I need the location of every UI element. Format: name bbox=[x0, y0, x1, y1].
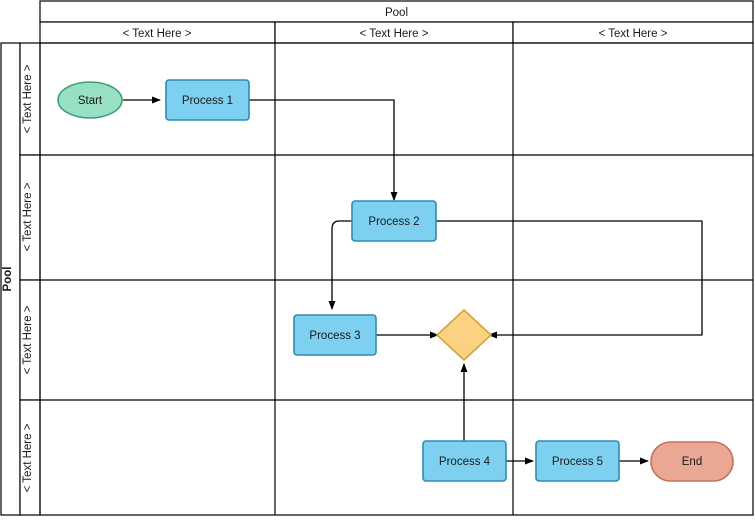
node-decision[interactable] bbox=[435, 308, 493, 362]
column-headers: < Text Here > < Text Here > < Text Here … bbox=[39, 21, 754, 44]
pool-header-label: Pool bbox=[385, 7, 408, 19]
lane-label-text-4: < Text Here > bbox=[22, 423, 34, 492]
node-process1[interactable]: Process 1 bbox=[165, 79, 250, 121]
pool-header: Pool bbox=[39, 0, 754, 23]
column-header-label-1: < Text Here > bbox=[123, 28, 192, 40]
lane-label-text-3: < Text Here > bbox=[22, 305, 34, 374]
start-ellipse[interactable] bbox=[57, 81, 123, 119]
pool-side-label-text: Pool bbox=[2, 267, 14, 292]
edge-process2-to-process3 bbox=[328, 220, 352, 310]
node-process3[interactable]: Process 3 bbox=[293, 314, 377, 356]
node-process2[interactable]: Process 2 bbox=[351, 200, 437, 242]
end-stadium[interactable] bbox=[650, 441, 734, 482]
lane-label-text-1: < Text Here > bbox=[22, 64, 34, 133]
column-header-label-3: < Text Here > bbox=[599, 28, 668, 40]
connectors bbox=[123, 96, 703, 465]
process2-label: Process 2 bbox=[368, 216, 419, 228]
lane-labels: < Text Here > < Text Here > < Text Here … bbox=[19, 42, 41, 516]
lane-label-text-2: < Text Here > bbox=[22, 182, 34, 251]
start-label: Start bbox=[78, 95, 103, 107]
node-process4[interactable]: Process 4 bbox=[422, 440, 507, 482]
end-label: End bbox=[682, 456, 702, 468]
process2-rect[interactable] bbox=[351, 200, 437, 242]
column-header-label-2: < Text Here > bbox=[360, 28, 429, 40]
edge-process2-to-decision bbox=[436, 220, 703, 339]
grid-outer-border bbox=[39, 42, 754, 516]
process1-rect[interactable] bbox=[165, 79, 250, 121]
node-start[interactable]: Start bbox=[57, 81, 123, 119]
node-process5[interactable]: Process 5 bbox=[535, 440, 620, 482]
decision-diamond[interactable] bbox=[435, 308, 493, 362]
process5-label: Process 5 bbox=[552, 456, 603, 468]
process3-rect[interactable] bbox=[293, 314, 377, 356]
process5-rect[interactable] bbox=[535, 440, 620, 482]
process4-label: Process 4 bbox=[439, 456, 491, 468]
process3-label: Process 3 bbox=[309, 330, 360, 342]
pool-side-label: Pool bbox=[0, 42, 21, 516]
node-end[interactable]: End bbox=[650, 441, 734, 482]
process1-label: Process 1 bbox=[182, 95, 233, 107]
swimlane-grid bbox=[39, 42, 754, 516]
process4-rect[interactable] bbox=[422, 440, 507, 482]
edge-process1-to-process2 bbox=[249, 99, 398, 201]
